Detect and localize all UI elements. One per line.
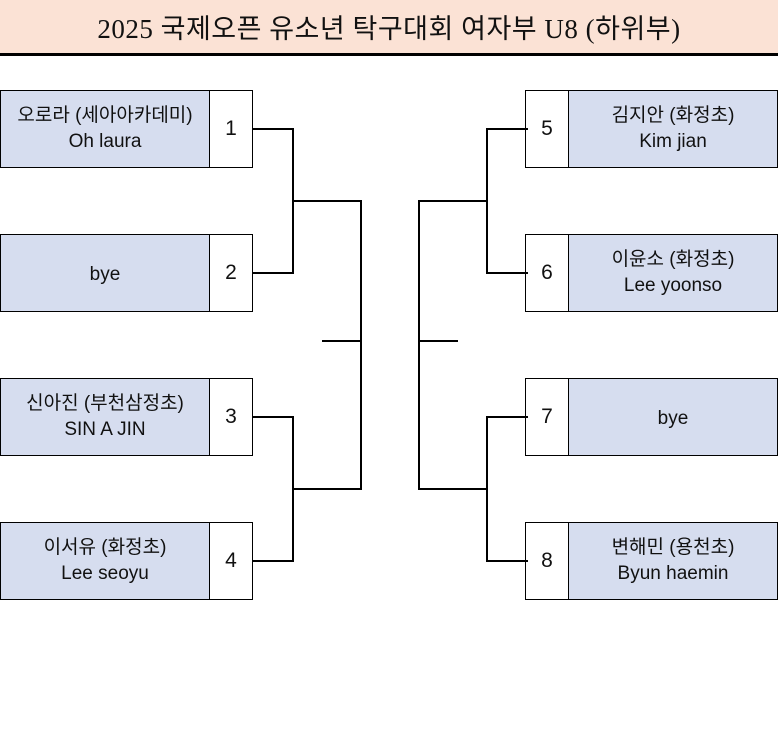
player-name-en: Oh laura <box>68 131 142 152</box>
bracket-slot-4[interactable]: 이서유 (화정초) Lee seoyu 4 <box>0 522 253 600</box>
bracket-slot-8[interactable]: 8 변해민 (용천초) Byun haemin <box>525 522 778 600</box>
seed-number: 1 <box>209 90 253 168</box>
player-name-ko: 오로라 (세아아카데미) <box>17 105 193 127</box>
connector-right-final-stub <box>418 340 458 342</box>
player-name-cell: 이윤소 (화정초) Lee yoonso <box>569 234 778 312</box>
player-name-cell: 김지안 (화정초) Kim jian <box>569 90 778 168</box>
connector-right-8 <box>486 560 528 562</box>
connector-right-7 <box>486 416 528 418</box>
connector-left-1 <box>252 128 294 130</box>
connector-left-2 <box>252 272 294 274</box>
player-name-cell: 이서유 (화정초) Lee seoyu <box>0 522 209 600</box>
bracket-slot-3[interactable]: 신아진 (부천삼정초) SIN A JIN 3 <box>0 378 253 456</box>
bracket-slot-1[interactable]: 오로라 (세아아카데미) Oh laura 1 <box>0 90 253 168</box>
seed-number: 6 <box>525 234 569 312</box>
seed-number: 3 <box>209 378 253 456</box>
player-name-cell: bye <box>569 378 778 456</box>
connector-left-semi-bottom <box>292 488 362 490</box>
player-name-en: Kim jian <box>639 131 707 152</box>
bracket-slot-5[interactable]: 5 김지안 (화정초) Kim jian <box>525 90 778 168</box>
connector-right-semi-top <box>418 200 488 202</box>
connector-right-semi-bottom <box>418 488 488 490</box>
player-name-en: bye <box>657 408 689 430</box>
connector-left-3 <box>252 416 294 418</box>
seed-number: 2 <box>209 234 253 312</box>
connector-left-join-semi <box>360 200 362 490</box>
player-name-cell: 신아진 (부천삼정초) SIN A JIN <box>0 378 209 456</box>
player-name-ko: 이윤소 (화정초) <box>611 249 735 271</box>
seed-number: 7 <box>525 378 569 456</box>
player-name-en: Lee yoonso <box>623 275 723 296</box>
connector-right-5 <box>486 128 528 130</box>
bracket-slot-6[interactable]: 6 이윤소 (화정초) Lee yoonso <box>525 234 778 312</box>
tournament-title-banner: 2025 국제오픈 유소년 탁구대회 여자부 U8 (하위부) <box>0 0 778 56</box>
player-name-en: Byun haemin <box>617 563 729 584</box>
player-name-cell: bye <box>0 234 209 312</box>
connector-left-final-stub <box>322 340 362 342</box>
seed-number: 8 <box>525 522 569 600</box>
player-name-cell: 오로라 (세아아카데미) Oh laura <box>0 90 209 168</box>
player-name-en: SIN A JIN <box>64 419 146 440</box>
player-name-ko: 변해민 (용천초) <box>611 537 735 559</box>
page-title: 2025 국제오픈 유소년 탁구대회 여자부 U8 (하위부) <box>97 14 681 44</box>
seed-number: 4 <box>209 522 253 600</box>
player-name-en: Lee seoyu <box>61 563 149 584</box>
player-name-ko: 신아진 (부천삼정초) <box>26 393 184 415</box>
player-name-ko: 김지안 (화정초) <box>611 105 735 127</box>
connector-right-join-semi <box>418 200 420 490</box>
connector-left-semi-top <box>292 200 362 202</box>
player-name-en: bye <box>89 264 121 286</box>
connector-right-6 <box>486 272 528 274</box>
bracket-slot-7[interactable]: 7 bye <box>525 378 778 456</box>
player-name-ko: 이서유 (화정초) <box>43 537 167 559</box>
player-name-cell: 변해민 (용천초) Byun haemin <box>569 522 778 600</box>
bracket-slot-2[interactable]: bye 2 <box>0 234 253 312</box>
seed-number: 5 <box>525 90 569 168</box>
connector-left-4 <box>252 560 294 562</box>
